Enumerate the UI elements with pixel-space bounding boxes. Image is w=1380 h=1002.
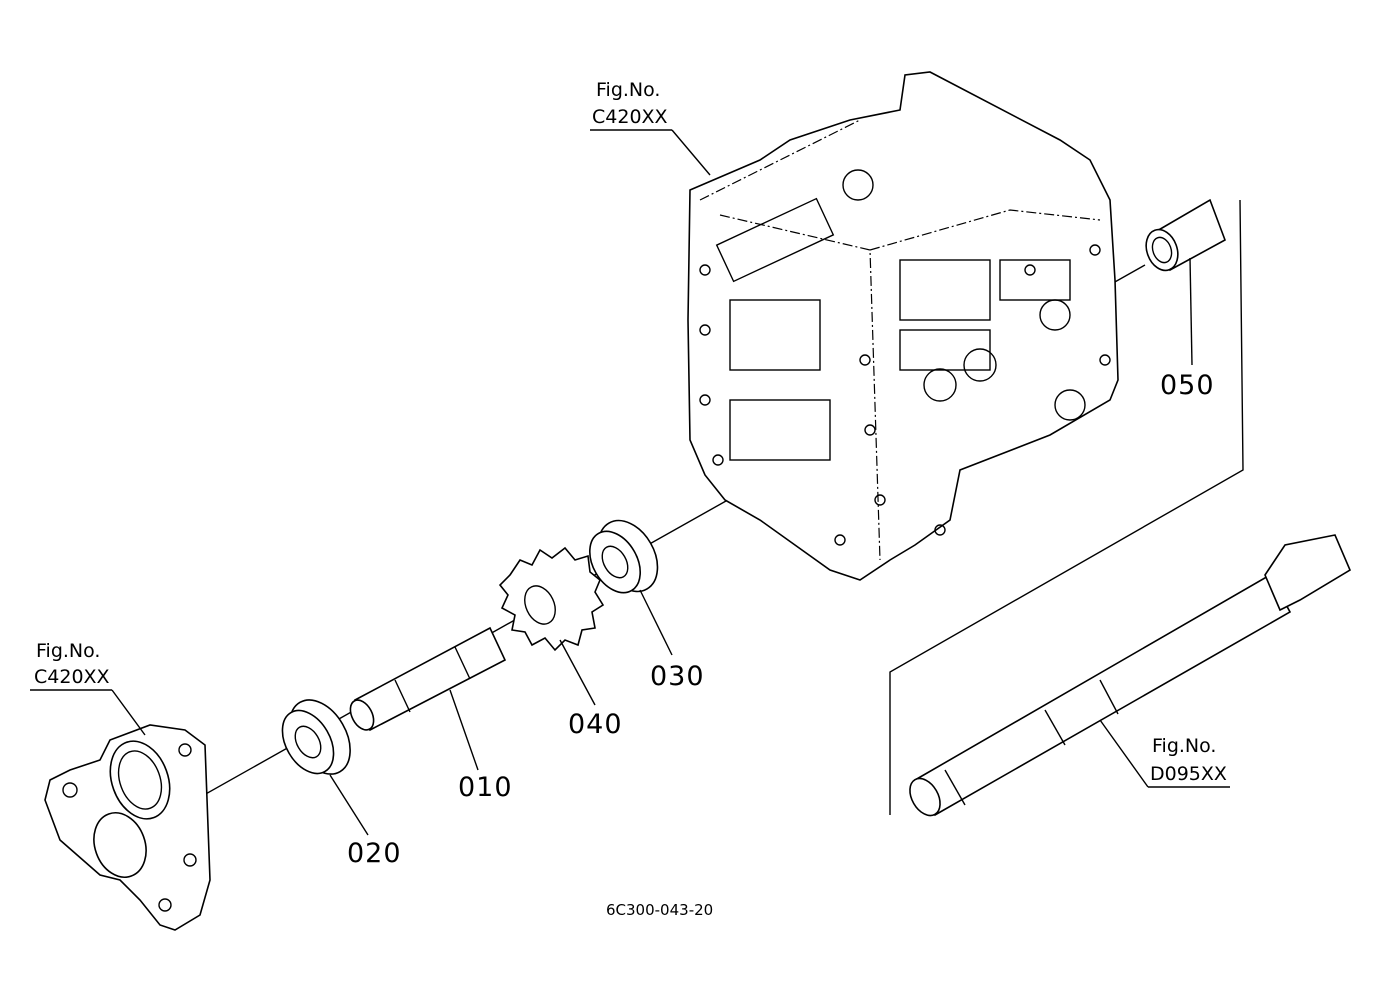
transmission-case — [687, 71, 1119, 581]
bearing-030 — [588, 519, 659, 594]
bearing-cover — [44, 724, 211, 931]
splined-shaft — [909, 534, 1352, 817]
part-label-030: 030 — [650, 661, 705, 692]
ref-fig-left: Fig.No. — [36, 640, 100, 662]
ref-fig-top: Fig.No. — [596, 79, 660, 101]
bushing-050 — [1145, 198, 1226, 272]
leader-020 — [329, 774, 369, 836]
part-label-010: 010 — [458, 772, 513, 803]
leader-shaft — [1099, 719, 1149, 788]
leader-left — [111, 689, 146, 736]
ref-fig-shaft: Fig.No. — [1152, 735, 1216, 757]
ref-code-top: C420XX — [592, 106, 668, 128]
gear-040 — [498, 546, 605, 652]
bearing-020 — [281, 699, 351, 775]
drawing-code: 6C300-043-20 — [606, 901, 713, 919]
ref-code-left: C420XX — [34, 666, 110, 688]
ref-code-shaft: D095XX — [1150, 763, 1227, 785]
leader-040 — [559, 639, 596, 706]
leader-top — [671, 129, 711, 176]
part-label-050: 050 — [1160, 370, 1215, 401]
leader-030 — [639, 589, 673, 656]
leader-010 — [449, 689, 479, 771]
leader-050 — [1189, 257, 1193, 366]
shaft-bracket-line — [889, 199, 1244, 815]
shaft-010 — [349, 626, 507, 732]
part-label-020: 020 — [347, 838, 402, 869]
part-label-040: 040 — [568, 709, 623, 740]
